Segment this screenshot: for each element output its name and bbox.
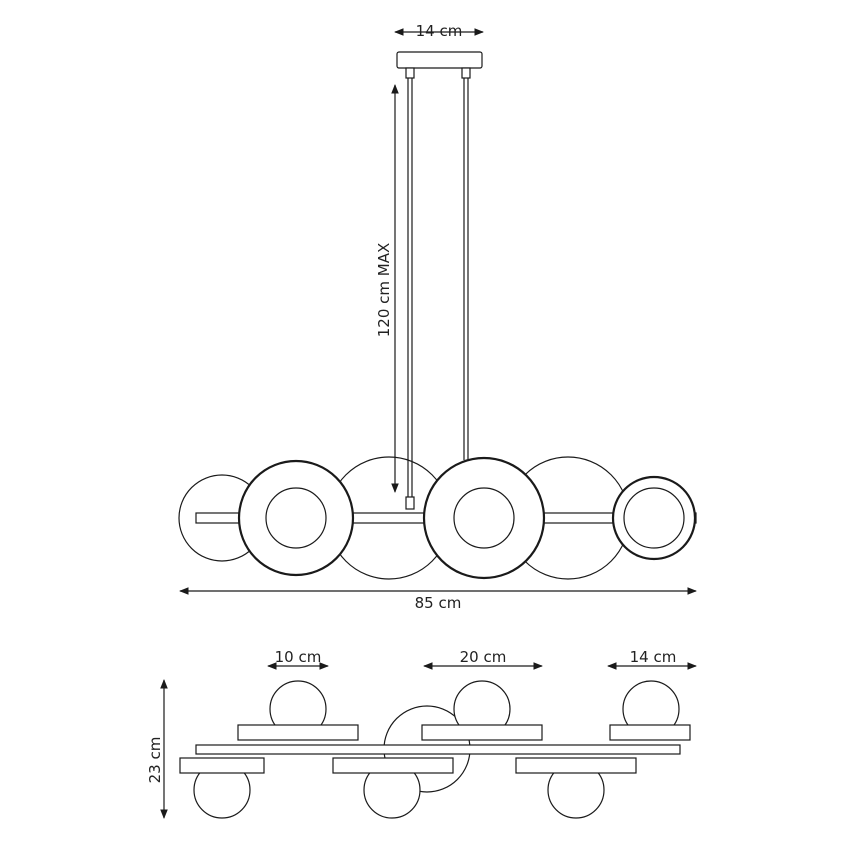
suspension-cables [405, 78, 469, 510]
canopy [394, 28, 484, 79]
shade-large-label: 14 cm [630, 648, 677, 666]
height-label: 23 cm [146, 737, 164, 784]
dimension-arrows-side [160, 662, 697, 819]
lamp-side-view [179, 680, 691, 819]
drop-height-label: 120 cm MAX [375, 243, 393, 338]
overall-width-label: 85 cm [415, 594, 462, 612]
shade-medium-label: 20 cm [460, 648, 507, 666]
canopy-width-label: 14 cm [416, 22, 463, 40]
lamp-front-view [178, 456, 697, 580]
shade-small-label: 10 cm [275, 648, 322, 666]
